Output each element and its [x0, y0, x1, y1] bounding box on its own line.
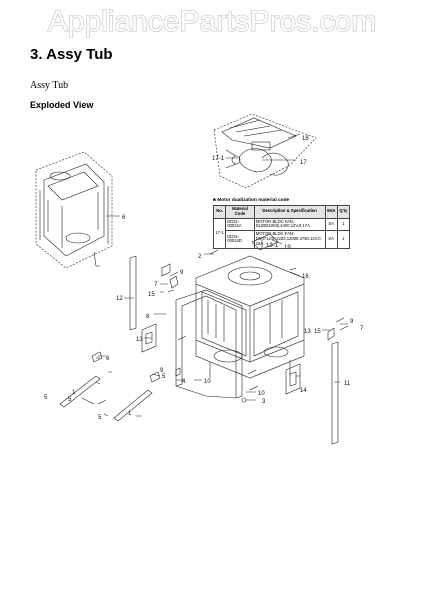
qty: 1 — [336, 230, 351, 249]
main-tub — [195, 255, 305, 379]
callout-17-1: 17-1 — [212, 156, 225, 162]
callout-13: 13 — [136, 337, 143, 343]
door-gasket-part — [175, 289, 243, 399]
header-sna: SNA — [324, 205, 338, 219]
callout-13-right: 13 — [304, 329, 311, 335]
callout-5-lower-left: 5 — [44, 395, 48, 401]
callout-8: 8 — [146, 314, 150, 320]
header-material-code: Material Code — [225, 205, 255, 219]
callout-15-top: 15 — [148, 292, 155, 298]
callout-7-right: 7 — [360, 326, 364, 332]
watermark-text: AppliancePartsPros.com — [48, 5, 376, 38]
callout-16: 16 — [302, 274, 309, 280]
table-header-row: No. Material Code Description & Specific… — [212, 205, 351, 219]
callout-1-left: 1 — [72, 390, 76, 396]
table-title: Motor dualization material code — [217, 198, 290, 203]
callout-2: 2 — [198, 254, 202, 260]
exploded-view-heading: Exploded View — [30, 100, 94, 110]
table-row: 17-1 DD31-00024A MOTOR BLDC FAN; DLB0610… — [212, 217, 351, 249]
callout-9-mid: 9 — [160, 368, 164, 374]
bottom-rail-1b — [113, 389, 153, 422]
callout-7-top: 7 — [154, 282, 158, 288]
callout-5-left: 5 — [68, 397, 72, 403]
callout-5-mid: 5 — [162, 374, 166, 380]
description: MOTOR BLDC FAN; DLB0610M2,4400,12V,0.17A… — [253, 217, 326, 232]
callout-1-bottom: 1 — [128, 411, 132, 417]
right-rail-part — [331, 341, 339, 445]
header-qty: Q'ty — [336, 205, 351, 219]
description: MOTOR BLDC FAN; DS07121K12Z2,12000,4750,… — [253, 230, 326, 249]
callout-6-top: 6 — [122, 215, 126, 221]
material-code: DD31-00024D — [225, 230, 255, 249]
fan-motor-inset — [213, 113, 317, 189]
subtitle: Assy Tub — [30, 80, 69, 91]
motor-dualization-table: ■ Motor dualization material code No. Ma… — [212, 198, 351, 249]
sna: SA — [324, 217, 338, 232]
watermark: AppliancePartsPros.com — [47, 4, 377, 38]
callout-14: 14 — [300, 388, 307, 394]
sna: SA — [324, 230, 338, 249]
callout-12: 12 — [116, 296, 123, 302]
bracket-13 — [141, 323, 157, 353]
callout-10-b: 10 — [258, 391, 265, 397]
callout-3: 3 — [262, 399, 266, 405]
left-rail-part — [129, 255, 137, 331]
callout-9-top: 9 — [180, 270, 184, 276]
table-row: DD31-00024D MOTOR BLDC FAN; DS07121K12Z2… — [214, 230, 351, 249]
callout-10-a: 10 — [204, 379, 211, 385]
qty: 1 — [336, 217, 351, 232]
material-code-table: No. Material Code Description & Specific… — [212, 205, 351, 249]
material-code: DD31-00024A — [225, 217, 255, 232]
bottom-rail-1a — [59, 375, 101, 408]
assembled-tub-inset — [35, 151, 113, 269]
callout-9-right: 9 — [350, 319, 354, 325]
row-no: 17-1 — [212, 217, 227, 249]
callout-18: 18 — [302, 136, 309, 142]
header-description: Description & Specification — [253, 205, 326, 219]
callout-6-mid: 6 — [106, 356, 110, 362]
section-title: 3. Assy Tub — [30, 46, 113, 63]
callout-15-right: 15 — [314, 329, 321, 335]
callout-11: 11 — [344, 381, 351, 387]
callout-17: 17 — [300, 160, 307, 166]
bracket-14 — [285, 363, 301, 395]
callout-5-bottom: 5 — [98, 415, 102, 421]
header-no: No. — [212, 205, 227, 219]
callout-4: 4 — [182, 379, 186, 385]
